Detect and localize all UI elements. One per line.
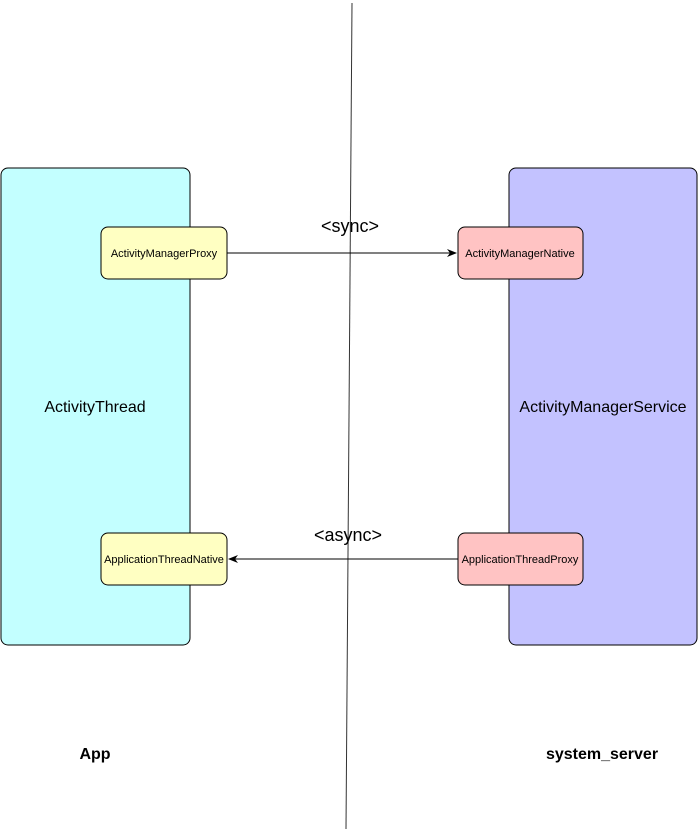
process-boundary-line (345, 2, 353, 830)
system-server-label: system_server (546, 746, 658, 763)
activity-manager-native-box (457, 226, 584, 280)
activity-thread-label: ActivityThread (44, 399, 145, 416)
activity-manager-service-container (508, 167, 698, 646)
application-thread-proxy-label: ApplicationThreadProxy (462, 554, 579, 566)
activity-manager-service-label: ActivityManagerService (519, 399, 686, 416)
activity-thread-container (0, 167, 191, 646)
app-label: App (79, 746, 110, 763)
activity-manager-native-label: ActivityManagerNative (465, 248, 574, 260)
application-thread-native-label: ApplicationThreadNative (104, 554, 224, 566)
activity-manager-proxy-label: ActivityManagerProxy (111, 248, 218, 260)
async-label: <async> (314, 525, 382, 545)
application-thread-native-box (100, 532, 228, 586)
sync-label: <sync> (321, 216, 379, 236)
